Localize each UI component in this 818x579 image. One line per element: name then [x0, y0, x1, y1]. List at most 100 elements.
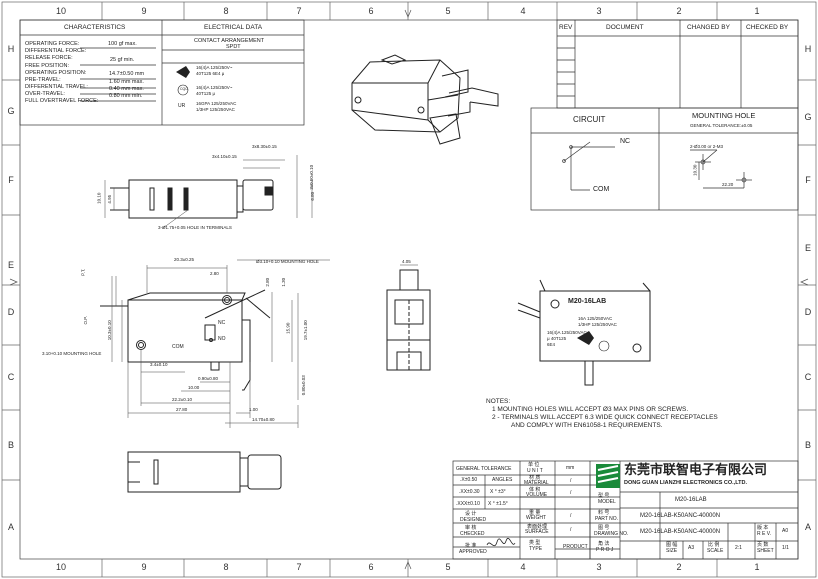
circuit-com: COM — [593, 186, 610, 193]
char-label: DIFFERENTIAL FORCE: — [25, 48, 87, 54]
dim-label: 3.4±0.10 — [150, 362, 168, 367]
terminal-com: COM — [172, 344, 184, 350]
cert1-line: 40T125 6E4 μ — [196, 71, 225, 76]
part-model: M20-16LAB — [568, 298, 607, 305]
dim-label: 1.30 — [281, 277, 287, 287]
designed-en: DESIGNED — [460, 517, 487, 523]
size-value: A3 — [688, 545, 695, 551]
type-en: TYPE — [529, 546, 543, 552]
dim-label: O.P. — [82, 316, 88, 325]
char-label: RELEASE FORCE: — [25, 55, 73, 61]
approved-cn: 批 准 — [465, 543, 477, 549]
char-value: 14.7±0.50 mm — [109, 71, 145, 77]
zone-label: A — [804, 522, 811, 532]
zone-label: 8 — [223, 562, 229, 572]
tol-row: .XXX±0.10 — [456, 501, 480, 507]
zone-label: 2 — [676, 562, 682, 572]
tol-row: ANGLES — [492, 477, 513, 483]
material-cn: 材 质 — [529, 475, 541, 481]
mounting-holes: 2-Ø3.00 or 2-M3 — [690, 144, 724, 149]
zone-label: 4 — [520, 562, 526, 572]
scale-en: SCALE — [707, 548, 724, 554]
volume-cn: 体 积 — [529, 487, 541, 493]
cqc-logo: CQC — [180, 87, 188, 91]
note-1: 1 MOUNTING HOLES WILL ACCEPT Ø3 MAX PINS… — [492, 406, 689, 413]
char-label: OPERATING FORCE: — [25, 41, 80, 47]
zone-label: F — [8, 175, 14, 185]
tol-row: .X±0.50 — [460, 477, 478, 483]
contact-arrangement: CONTACT ARRANGEMENT — [194, 38, 265, 44]
notes-title: NOTES: — [486, 398, 511, 405]
zone-label: 7 — [296, 6, 302, 16]
dim-label: 3.10+0.10 MOUNTING HOLE — [42, 351, 102, 356]
zone-label: 8 — [223, 6, 229, 16]
dim-label: 3x4.10±0.15 — [212, 154, 237, 159]
proj-cn: 角 法 — [598, 541, 610, 547]
drawno-en: DRAWING NO. — [594, 531, 629, 537]
zone-label: D — [7, 307, 15, 317]
partno-en: PART NO. — [595, 516, 619, 522]
note-2: 2 - TERMINALS WILL ACCEPT 6.3 WIDE QUICK… — [492, 414, 718, 421]
electrical-data-header: ELECTRICAL DATA — [204, 24, 263, 31]
zone-label: 3 — [596, 562, 602, 572]
designed-cn: 设 计 — [465, 511, 477, 517]
dim-label: 20.3±0.25 — [174, 257, 194, 262]
size-cn: 图 幅 — [666, 542, 678, 548]
char-label: FULL OVERTRAVEL FORCE: — [25, 98, 99, 104]
slash: / — [570, 478, 572, 484]
general-tolerance: GENERAL TOLERANCE — [456, 466, 512, 472]
zone-label: E — [804, 243, 811, 253]
dim-label: Ø3.10+0.10 MOUNTING HOLE — [256, 259, 319, 264]
rev-en: R E V. — [757, 531, 771, 537]
rev-cn: 版 本 — [757, 525, 769, 531]
dim-label: 22.2±0.10 — [172, 397, 192, 402]
checked-by-header: CHECKED BY — [746, 24, 789, 31]
zone-label: A — [7, 522, 14, 532]
sheet-value: 1/1 — [782, 545, 789, 551]
zone-label: 6 — [368, 6, 374, 16]
zone-label: G — [7, 106, 15, 116]
dim-label: 15.90 — [285, 322, 291, 334]
dim-label: 10.3±0.10 — [106, 320, 112, 341]
drawno-cn: 图 号 — [598, 525, 610, 531]
char-label: OVER-TRAVEL: — [25, 91, 65, 97]
char-label: PRE-TRAVEL: — [25, 77, 61, 83]
approved-en: APPROVED — [459, 549, 487, 555]
tol-row: .XX±0.30 — [459, 489, 480, 495]
zone-label: B — [7, 440, 14, 450]
checked-cn: 审 核 — [465, 525, 477, 531]
tol-row: X ° ±3° — [490, 489, 506, 495]
dim-label: P.T. — [80, 268, 86, 276]
zone-label: 10 — [55, 562, 66, 572]
company-name-en: DONG GUAN LIANZHI ELECTRONICS CO.,LTD. — [624, 480, 748, 486]
volume-en: VOLUME — [526, 492, 548, 498]
cert3-line: 1/3HP 125/250VAC — [196, 107, 235, 112]
characteristics-header: CHARACTERISTICS — [64, 24, 126, 31]
rev-value: A0 — [782, 528, 789, 534]
zone-label: D — [804, 307, 812, 317]
ur-logo: UR — [178, 103, 186, 109]
char-value: 0.80 mm min. — [109, 93, 143, 99]
char-value: 1.60 mm max. — [109, 79, 144, 85]
mounting-dim-h: 22.20 — [722, 182, 734, 187]
zone-label: 9 — [141, 6, 147, 16]
rev-header: REV — [559, 24, 573, 31]
zone-label: E — [7, 260, 14, 270]
dim-label: 4.95 — [107, 194, 113, 204]
zone-label: C — [804, 372, 812, 382]
dim-label: 2.80 — [210, 271, 219, 276]
weight-en: WEIGHT — [526, 515, 546, 521]
tol-row: X ° ±1.5° — [488, 501, 508, 507]
terminal-no: NO — [218, 336, 226, 342]
circuit-title: CIRCUIT — [573, 115, 606, 124]
proj-en: P R O J — [596, 547, 614, 553]
zone-label: 3 — [596, 6, 602, 16]
part-line: 6E4 — [547, 342, 556, 347]
char-label: OPERATING POSITION: — [25, 70, 87, 76]
model-cn: 型 号 — [598, 493, 610, 499]
zone-label: 7 — [296, 562, 302, 572]
circuit-nc: NC — [620, 138, 631, 145]
zone-label: C — [7, 372, 15, 382]
model-value: M20-16LAB — [675, 497, 707, 503]
type-cn: 类 型 — [529, 540, 541, 546]
